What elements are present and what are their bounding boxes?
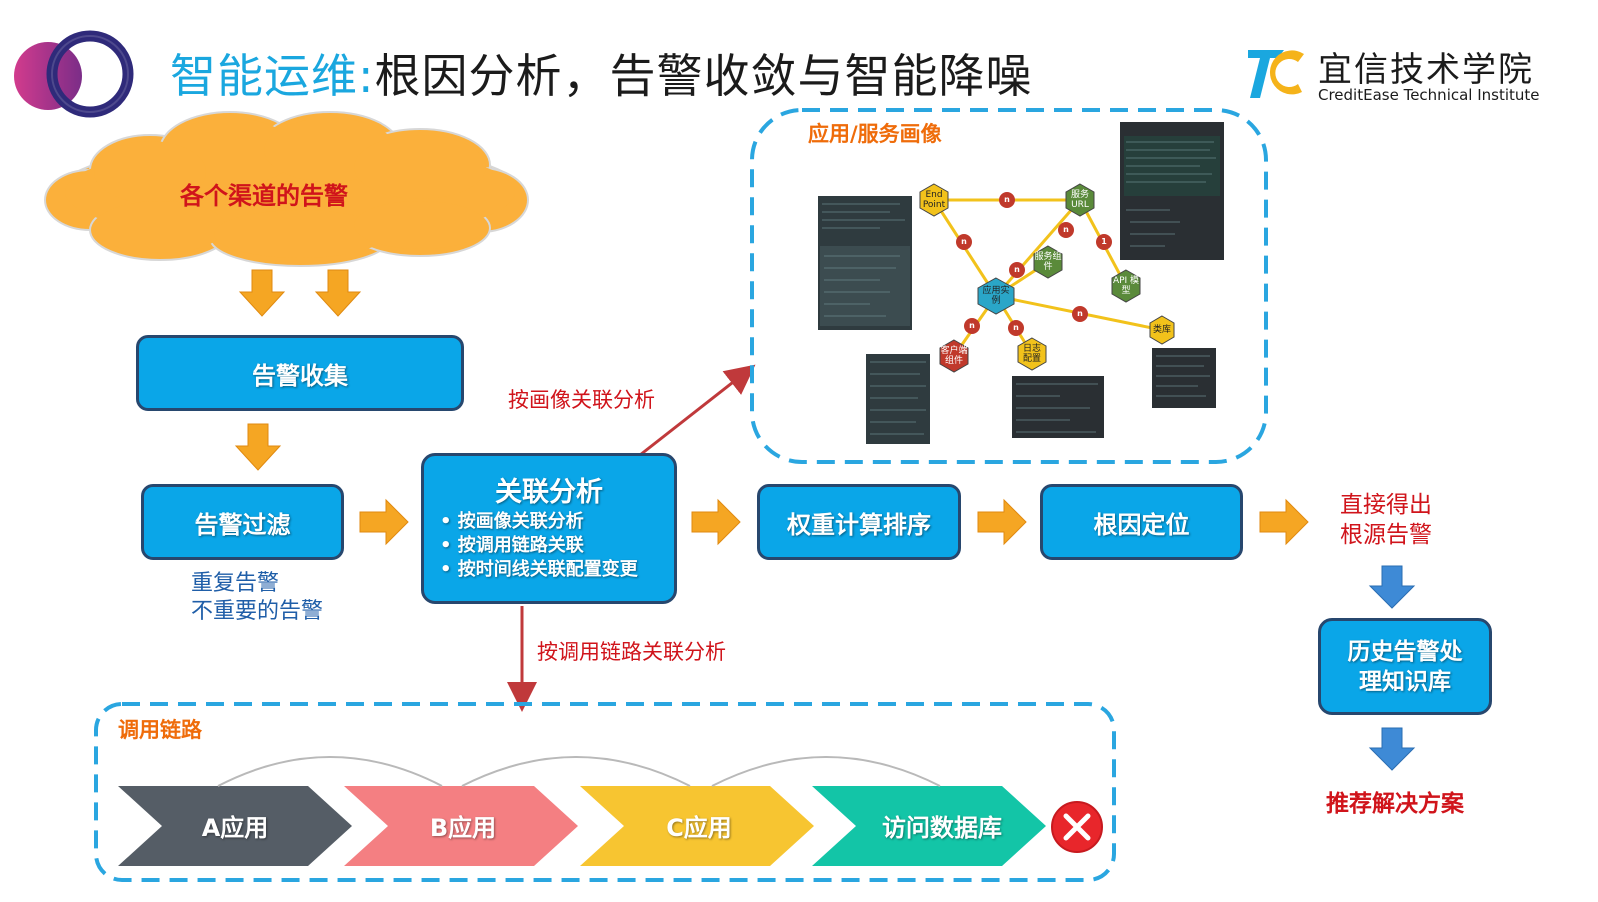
edge-badge: n	[1004, 195, 1010, 204]
edge-badge: n	[1077, 309, 1083, 318]
correlation-box: 关联分析 按画像关联分析 按调用链路关联 按时间线关联配置变更	[421, 453, 677, 604]
chain-step-db: 访问数据库	[882, 814, 1002, 842]
result-line-2: 根源告警	[1340, 522, 1432, 548]
filter-note-unimportant: 不重要的告警	[191, 599, 324, 624]
page-title: 智能运维:根因分析，告警收敛与智能降噪	[170, 40, 1033, 106]
node-library: 类库	[1152, 325, 1171, 335]
chain-arc-0	[217, 756, 443, 787]
chain-chevron-0	[118, 786, 352, 866]
chain-arc-1	[461, 756, 691, 787]
cloud-label: 各个渠道的告警	[180, 182, 348, 210]
history-line-1: 历史告警处	[1347, 639, 1463, 665]
chain-step-b: B应用	[429, 814, 497, 842]
node-client-component: 客户端 组件	[940, 346, 968, 366]
edge-badge: n	[961, 237, 967, 246]
history-line-2: 理知识库	[1359, 669, 1451, 695]
title-rest: 根因分析，告警收敛与智能降噪	[374, 49, 1033, 103]
title-highlight: 智能运维:	[170, 49, 375, 103]
error-x-icon	[1051, 801, 1103, 853]
chain-chevron-2	[580, 786, 814, 866]
node-log-config: 日志 配置	[1022, 344, 1041, 364]
correlation-item-timeline: 按时间线关联配置变更	[440, 558, 638, 582]
edge-badge-one: 1	[1101, 237, 1107, 246]
chain-step-a: A应用	[201, 814, 269, 842]
edge-badge: n	[969, 321, 975, 330]
weight-rank-box: 权重计算排序	[757, 484, 961, 560]
edge-badge: n	[1013, 323, 1019, 332]
correlation-item-chain: 按调用链路关联	[440, 534, 638, 558]
node-api-model: API 模型	[1112, 276, 1140, 296]
profile-panel-title: 应用/服务画像	[808, 122, 942, 146]
chain-step-c: C应用	[666, 814, 732, 842]
alert-filter-box: 告警过滤	[141, 484, 344, 560]
correlation-list: 按画像关联分析 按调用链路关联 按时间线关联配置变更	[440, 510, 638, 582]
correlation-item-profile: 按画像关联分析	[440, 510, 638, 534]
filter-notes: 重复告警 不重要的告警	[191, 570, 323, 626]
root-locate-box: 根因定位	[1040, 484, 1243, 560]
alert-collect-box: 告警收集	[136, 335, 464, 411]
chain-chevron-1	[344, 786, 578, 866]
chain-chevron-3	[812, 786, 1046, 866]
arrow-label-profile: 按画像关联分析	[508, 388, 655, 412]
node-service-url: 服务 URL	[1070, 190, 1089, 210]
edge-badge: n	[1014, 265, 1020, 274]
node-endpoint: End Point	[922, 190, 946, 210]
history-knowledge-box: 历史告警处 理知识库	[1318, 618, 1492, 715]
arrow-label-chain: 按调用链路关联分析	[537, 640, 726, 664]
chain-panel-title: 调用链路	[118, 718, 202, 742]
edge-badge: n	[1063, 225, 1069, 234]
brand-tc-icon	[1248, 50, 1304, 98]
result-line-1: 直接得出	[1340, 492, 1432, 518]
result-root-alert: 直接得出 根源告警	[1340, 490, 1432, 550]
node-service-component: 服务组件	[1034, 252, 1062, 272]
correlation-title: 关联分析	[495, 477, 603, 508]
brand-logo-icon	[14, 30, 134, 118]
filter-note-duplicate: 重复告警	[191, 571, 280, 596]
chain-arc-2	[711, 756, 941, 787]
recommend-solution: 推荐解决方案	[1326, 791, 1464, 817]
brand-name-en: CreditEase Technical Institute	[1318, 86, 1540, 104]
node-app-instance: 应用实例	[982, 286, 1010, 306]
brand-name-cn: 宜信技术学院	[1318, 50, 1534, 90]
